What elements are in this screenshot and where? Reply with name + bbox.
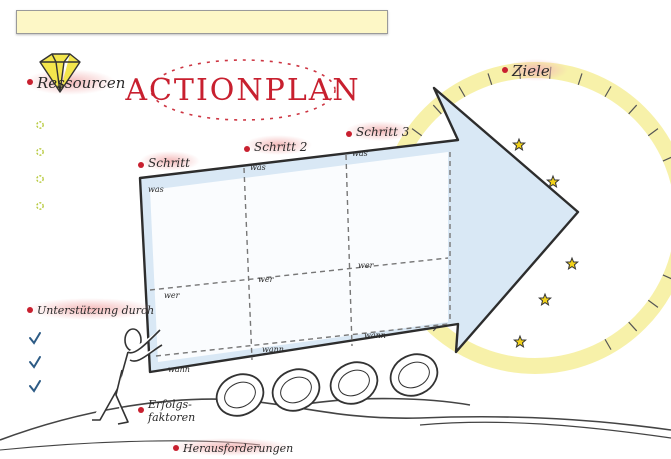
- success-factors-label-line1: Erfolgs-: [147, 398, 192, 411]
- resource-bullet: [37, 176, 43, 182]
- star-icon: [547, 176, 558, 187]
- step-3-label: Schritt 3: [356, 125, 410, 139]
- checkmark-icon: [30, 357, 40, 367]
- star-icon: [539, 294, 550, 305]
- cell-what-2: was: [250, 163, 266, 172]
- success-factors-label-line2: faktoren: [147, 411, 195, 424]
- resource-bullet: [37, 122, 43, 128]
- step-1-label: Schritt: [148, 156, 190, 170]
- heading-group: ACTIONPLAN: [124, 60, 360, 120]
- support-checkmarks: [30, 333, 40, 391]
- cell-what-3: was: [352, 149, 368, 158]
- step-2-label: Schritt 2: [254, 140, 307, 154]
- cell-who-1: wer: [164, 291, 181, 300]
- cell-what-1: was: [148, 185, 164, 194]
- challenges-label: Herausforderungen: [182, 442, 293, 455]
- checkmark-icon: [30, 333, 40, 343]
- challenges-section: Herausforderungen: [168, 438, 293, 456]
- resource-bullet: [37, 203, 43, 209]
- resources-section: Ressourcen: [25, 54, 125, 209]
- success-factors-section: Erfolgs- faktoren: [138, 398, 195, 424]
- resource-bullet: [37, 149, 43, 155]
- resources-bullets: [37, 122, 43, 209]
- goals-section: Ziele: [502, 59, 568, 81]
- goals-label: Ziele: [511, 62, 550, 80]
- checkmark-icon: [30, 381, 40, 391]
- resources-label: Ressourcen: [36, 74, 125, 92]
- support-label: Unterstützung durch: [37, 304, 154, 317]
- star-icon: [566, 258, 577, 269]
- cell-who-2: wer: [258, 275, 275, 284]
- star-icon: [514, 336, 525, 347]
- cell-when-3: wann: [364, 331, 386, 340]
- cell-when-2: wann: [262, 345, 284, 354]
- heading-actionplan: ACTIONPLAN: [124, 73, 360, 108]
- star-icon: [513, 139, 524, 150]
- cell-who-3: wer: [358, 261, 375, 270]
- cell-when-1: wann: [168, 365, 190, 374]
